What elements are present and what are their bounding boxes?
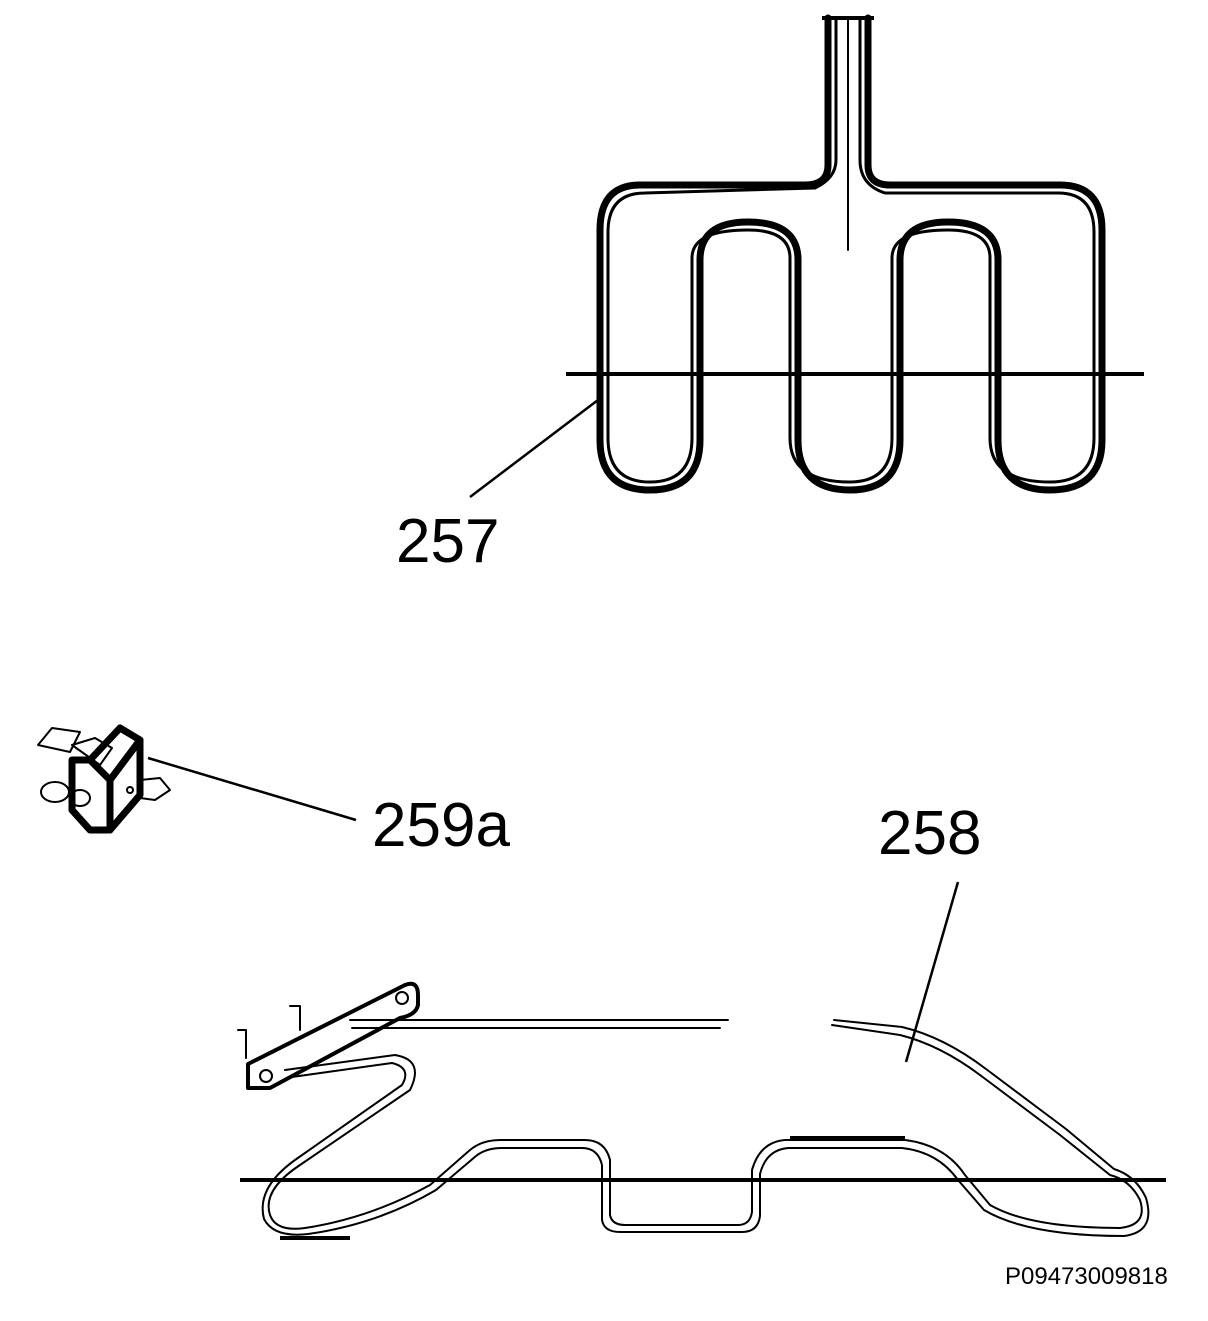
leader-line-258 [904, 881, 960, 1063]
thermostat-bracket-icon[interactable] [37, 724, 171, 834]
callout-259a: 259a [372, 791, 510, 860]
leader-line-257 [469, 399, 599, 498]
reference-code: P09473009818 [1005, 1263, 1168, 1290]
callout-257: 257 [396, 507, 499, 576]
leader-line-259a [147, 756, 357, 822]
bottom-heating-element-icon[interactable] [237, 981, 1150, 1240]
grill-heating-element-icon[interactable] [596, 14, 1106, 494]
callout-258: 258 [878, 799, 981, 868]
